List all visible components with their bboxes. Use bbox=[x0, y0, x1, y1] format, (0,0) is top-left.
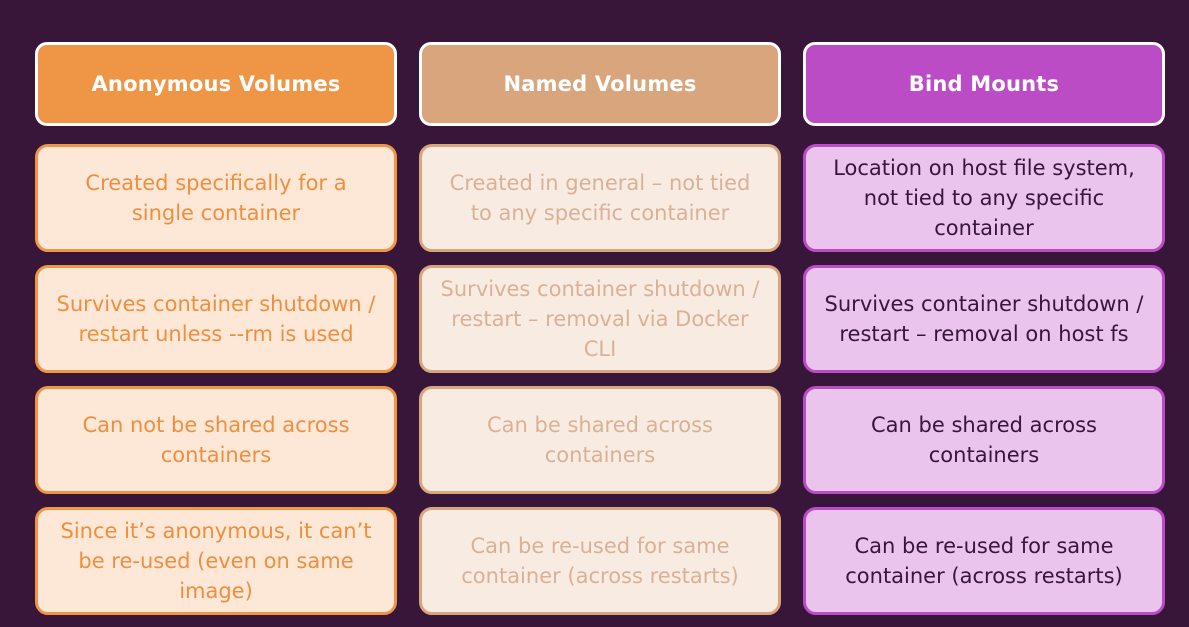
anonymous-creation-cell: Created specifically for a single contai… bbox=[35, 144, 397, 252]
bind-sharing-cell: Can be shared across containers bbox=[803, 386, 1165, 494]
named-lifetime-cell: Survives container shutdown / restart – … bbox=[419, 265, 781, 373]
named-sharing-cell: Can be shared across containers bbox=[419, 386, 781, 494]
column-named-volumes: Named Volumes Created in general – not t… bbox=[419, 42, 781, 615]
named-creation-cell: Created in general – not tied to any spe… bbox=[419, 144, 781, 252]
bind-lifetime-cell: Survives container shutdown / restart – … bbox=[803, 265, 1165, 373]
anonymous-sharing-cell: Can not be shared across containers bbox=[35, 386, 397, 494]
column-bind-mounts: Bind Mounts Location on host file system… bbox=[803, 42, 1165, 615]
named-reuse-cell: Can be re-used for same container (acros… bbox=[419, 507, 781, 615]
header-anonymous-volumes: Anonymous Volumes bbox=[35, 42, 397, 126]
bind-reuse-cell: Can be re-used for same container (acros… bbox=[803, 507, 1165, 615]
anonymous-reuse-cell: Since it’s anonymous, it can’t be re-use… bbox=[35, 507, 397, 615]
header-named-volumes: Named Volumes bbox=[419, 42, 781, 126]
bind-creation-cell: Location on host file system, not tied t… bbox=[803, 144, 1165, 252]
column-anonymous-volumes: Anonymous Volumes Created specifically f… bbox=[35, 42, 397, 615]
header-bind-mounts: Bind Mounts bbox=[803, 42, 1165, 126]
anonymous-lifetime-cell: Survives container shutdown / restart un… bbox=[35, 265, 397, 373]
